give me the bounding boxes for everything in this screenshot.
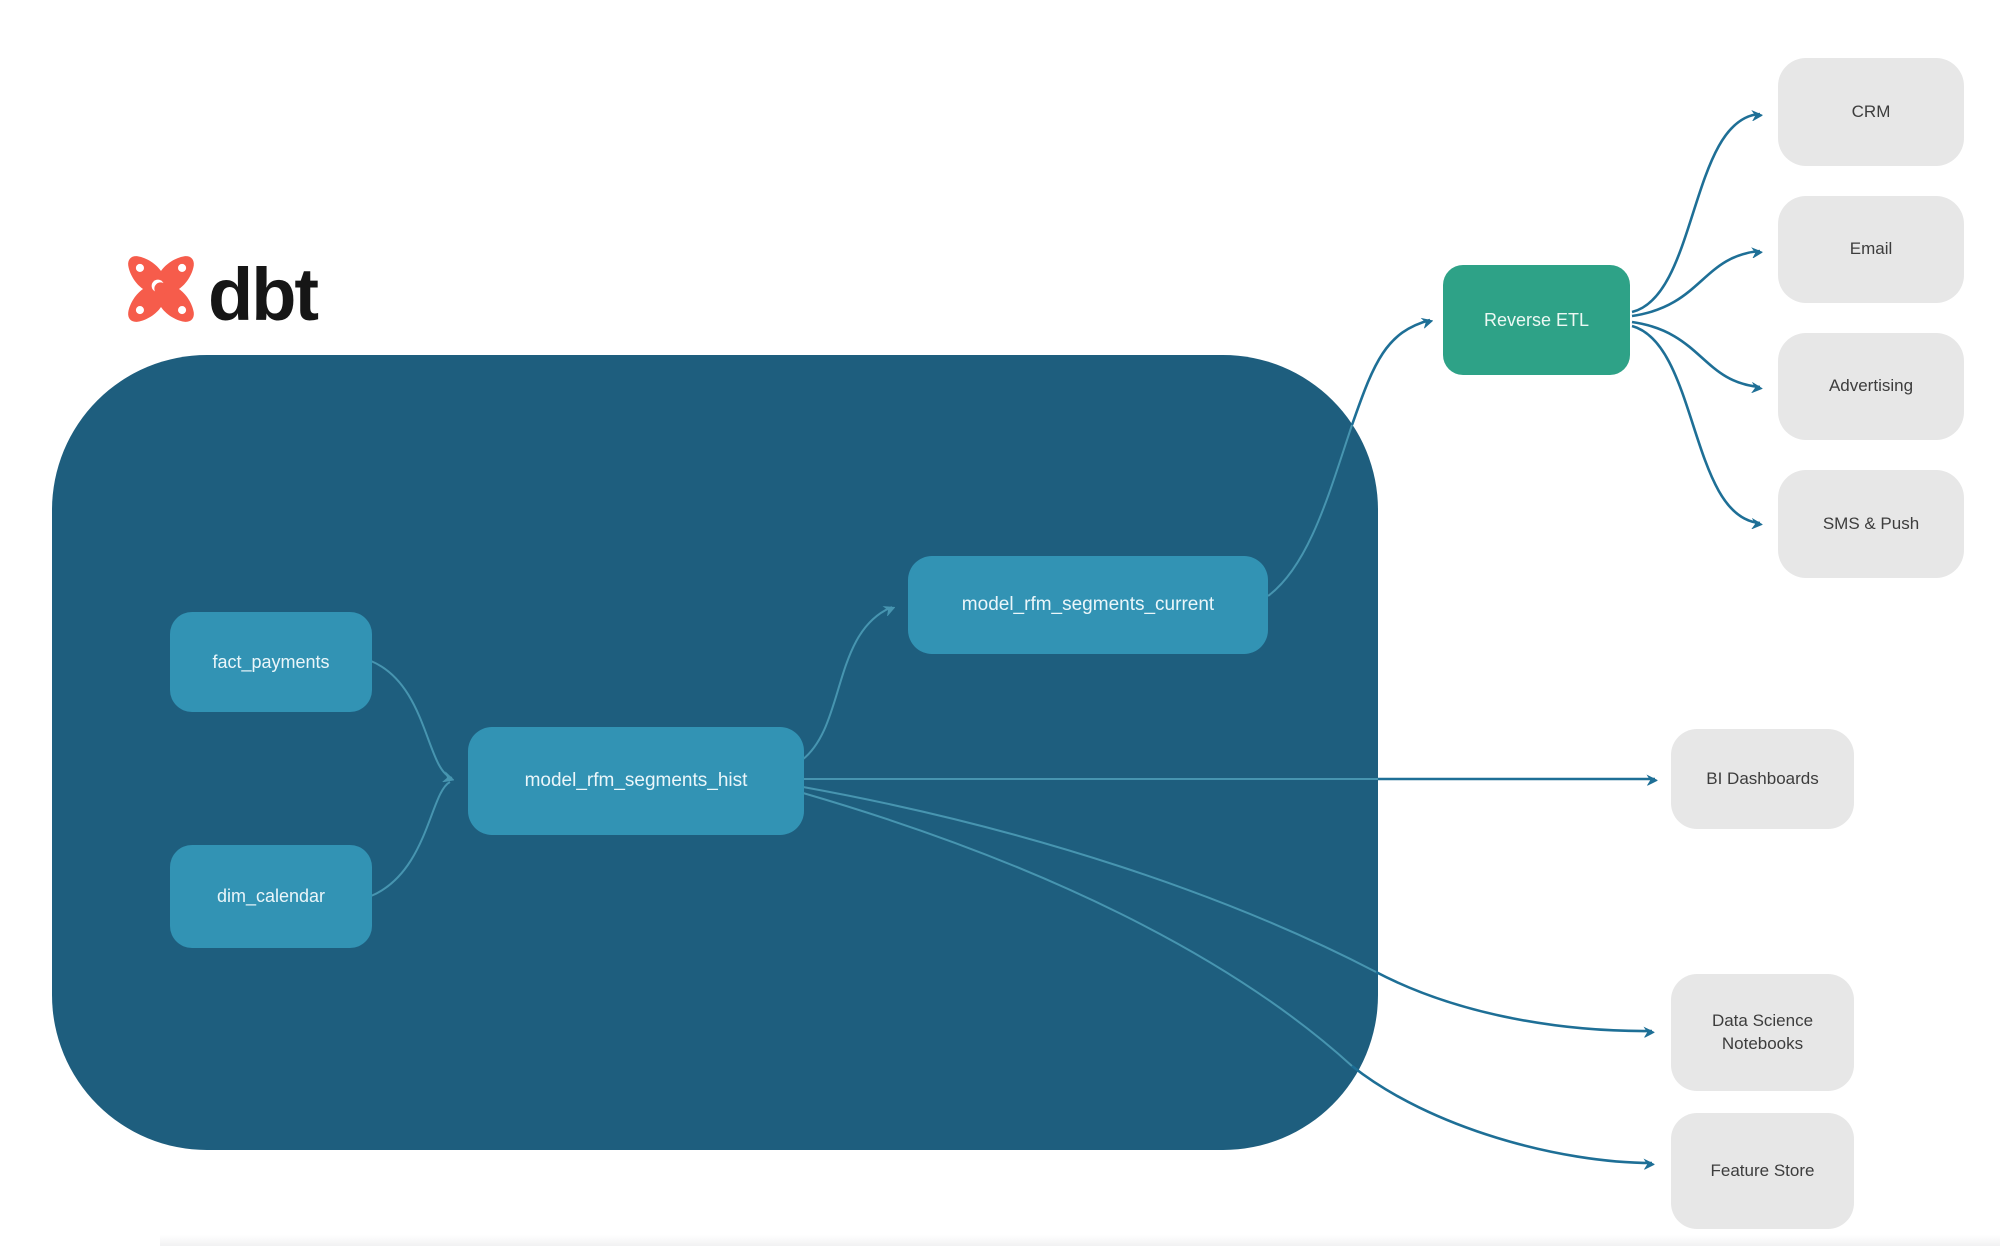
- dbt-logo-icon: [122, 250, 200, 333]
- edge-etl-to-email: [1631, 251, 1760, 318]
- dbt-logo-wordmark: dbt: [208, 252, 319, 336]
- edge-etl-to-advertising: [1631, 320, 1760, 387]
- node-feature-store-label: Feature Store: [1710, 1160, 1815, 1180]
- edge-hist-to-ds-inner: [802, 786, 1377, 973]
- node-dim-calendar-label: dim_calendar: [216, 886, 326, 906]
- node-email: Email: [1778, 196, 1964, 303]
- node-model-rfm-segments-hist-label: model_rfm_segments_hist: [524, 770, 748, 791]
- edge-hist-to-ds: [1375, 970, 1652, 1031]
- edge-current-to-etl: [1350, 320, 1430, 426]
- edge-hist-to-current: [801, 606, 892, 761]
- node-crm: CRM: [1778, 58, 1964, 166]
- node-advertising-label: Advertising: [1828, 376, 1914, 396]
- edge-dim-to-hist: [370, 781, 451, 897]
- node-model-rfm-segments-current-label: model_rfm_segments_current: [961, 594, 1215, 615]
- node-bi-dashboards: BI Dashboards: [1671, 729, 1854, 829]
- node-data-science-notebooks-label: Data Science Notebooks: [1711, 1010, 1814, 1053]
- node-reverse-etl-label: Reverse ETL: [1483, 309, 1590, 330]
- dbt-logo: dbt: [122, 250, 319, 336]
- slide-bottom-edge: [160, 1235, 2000, 1246]
- node-bi-dashboards-label: BI Dashboards: [1706, 768, 1819, 788]
- node-advertising: Advertising: [1778, 333, 1964, 440]
- node-fact-payments-label: fact_payments: [212, 651, 330, 672]
- node-sms-push: SMS & Push: [1778, 470, 1964, 578]
- node-fact-payments: fact_payments: [170, 612, 372, 712]
- edge-etl-to-crm: [1631, 114, 1760, 314]
- node-model-rfm-segments-current: model_rfm_segments_current: [908, 556, 1268, 654]
- node-model-rfm-segments-hist: model_rfm_segments_hist: [468, 727, 804, 835]
- edge-current-to-etl-inner: [1267, 424, 1353, 597]
- edge-hist-to-fs-inner: [802, 792, 1353, 1067]
- node-email-label: Email: [1849, 239, 1893, 259]
- node-dim-calendar: dim_calendar: [170, 845, 372, 948]
- node-crm-label: CRM: [1851, 101, 1891, 121]
- edge-etl-to-sms: [1631, 324, 1760, 523]
- node-sms-push-label: SMS & Push: [1822, 513, 1920, 533]
- node-feature-store: Feature Store: [1671, 1113, 1854, 1229]
- edge-hist-to-fs: [1351, 1064, 1652, 1163]
- node-data-science-notebooks: Data Science Notebooks: [1671, 974, 1854, 1091]
- edges-inside-warehouse: [370, 424, 1378, 1067]
- node-reverse-etl: Reverse ETL: [1443, 265, 1630, 375]
- edges-outside-warehouse: [1350, 114, 1760, 1163]
- edge-fact-to-hist: [370, 660, 452, 778]
